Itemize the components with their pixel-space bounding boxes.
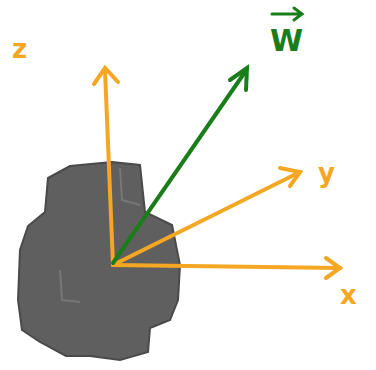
z-axis-label: z [12, 36, 27, 62]
omega-arrowhead [230, 68, 247, 90]
x-axis [113, 265, 340, 268]
coordinate-axes [94, 68, 340, 278]
z-arrowhead [94, 68, 118, 84]
y-arrowhead [280, 168, 300, 186]
omega-shaft [113, 72, 245, 263]
rigid-body [18, 162, 180, 360]
x-axis-label: x [340, 282, 357, 308]
x-arrowhead [326, 258, 340, 278]
y-axis [113, 172, 300, 265]
body-detail [60, 270, 80, 302]
vector-overarrow [272, 8, 302, 20]
y-axis-label: y [318, 160, 335, 186]
body-detail [120, 168, 140, 205]
omega-label: W [270, 26, 303, 56]
z-axis [105, 70, 113, 265]
